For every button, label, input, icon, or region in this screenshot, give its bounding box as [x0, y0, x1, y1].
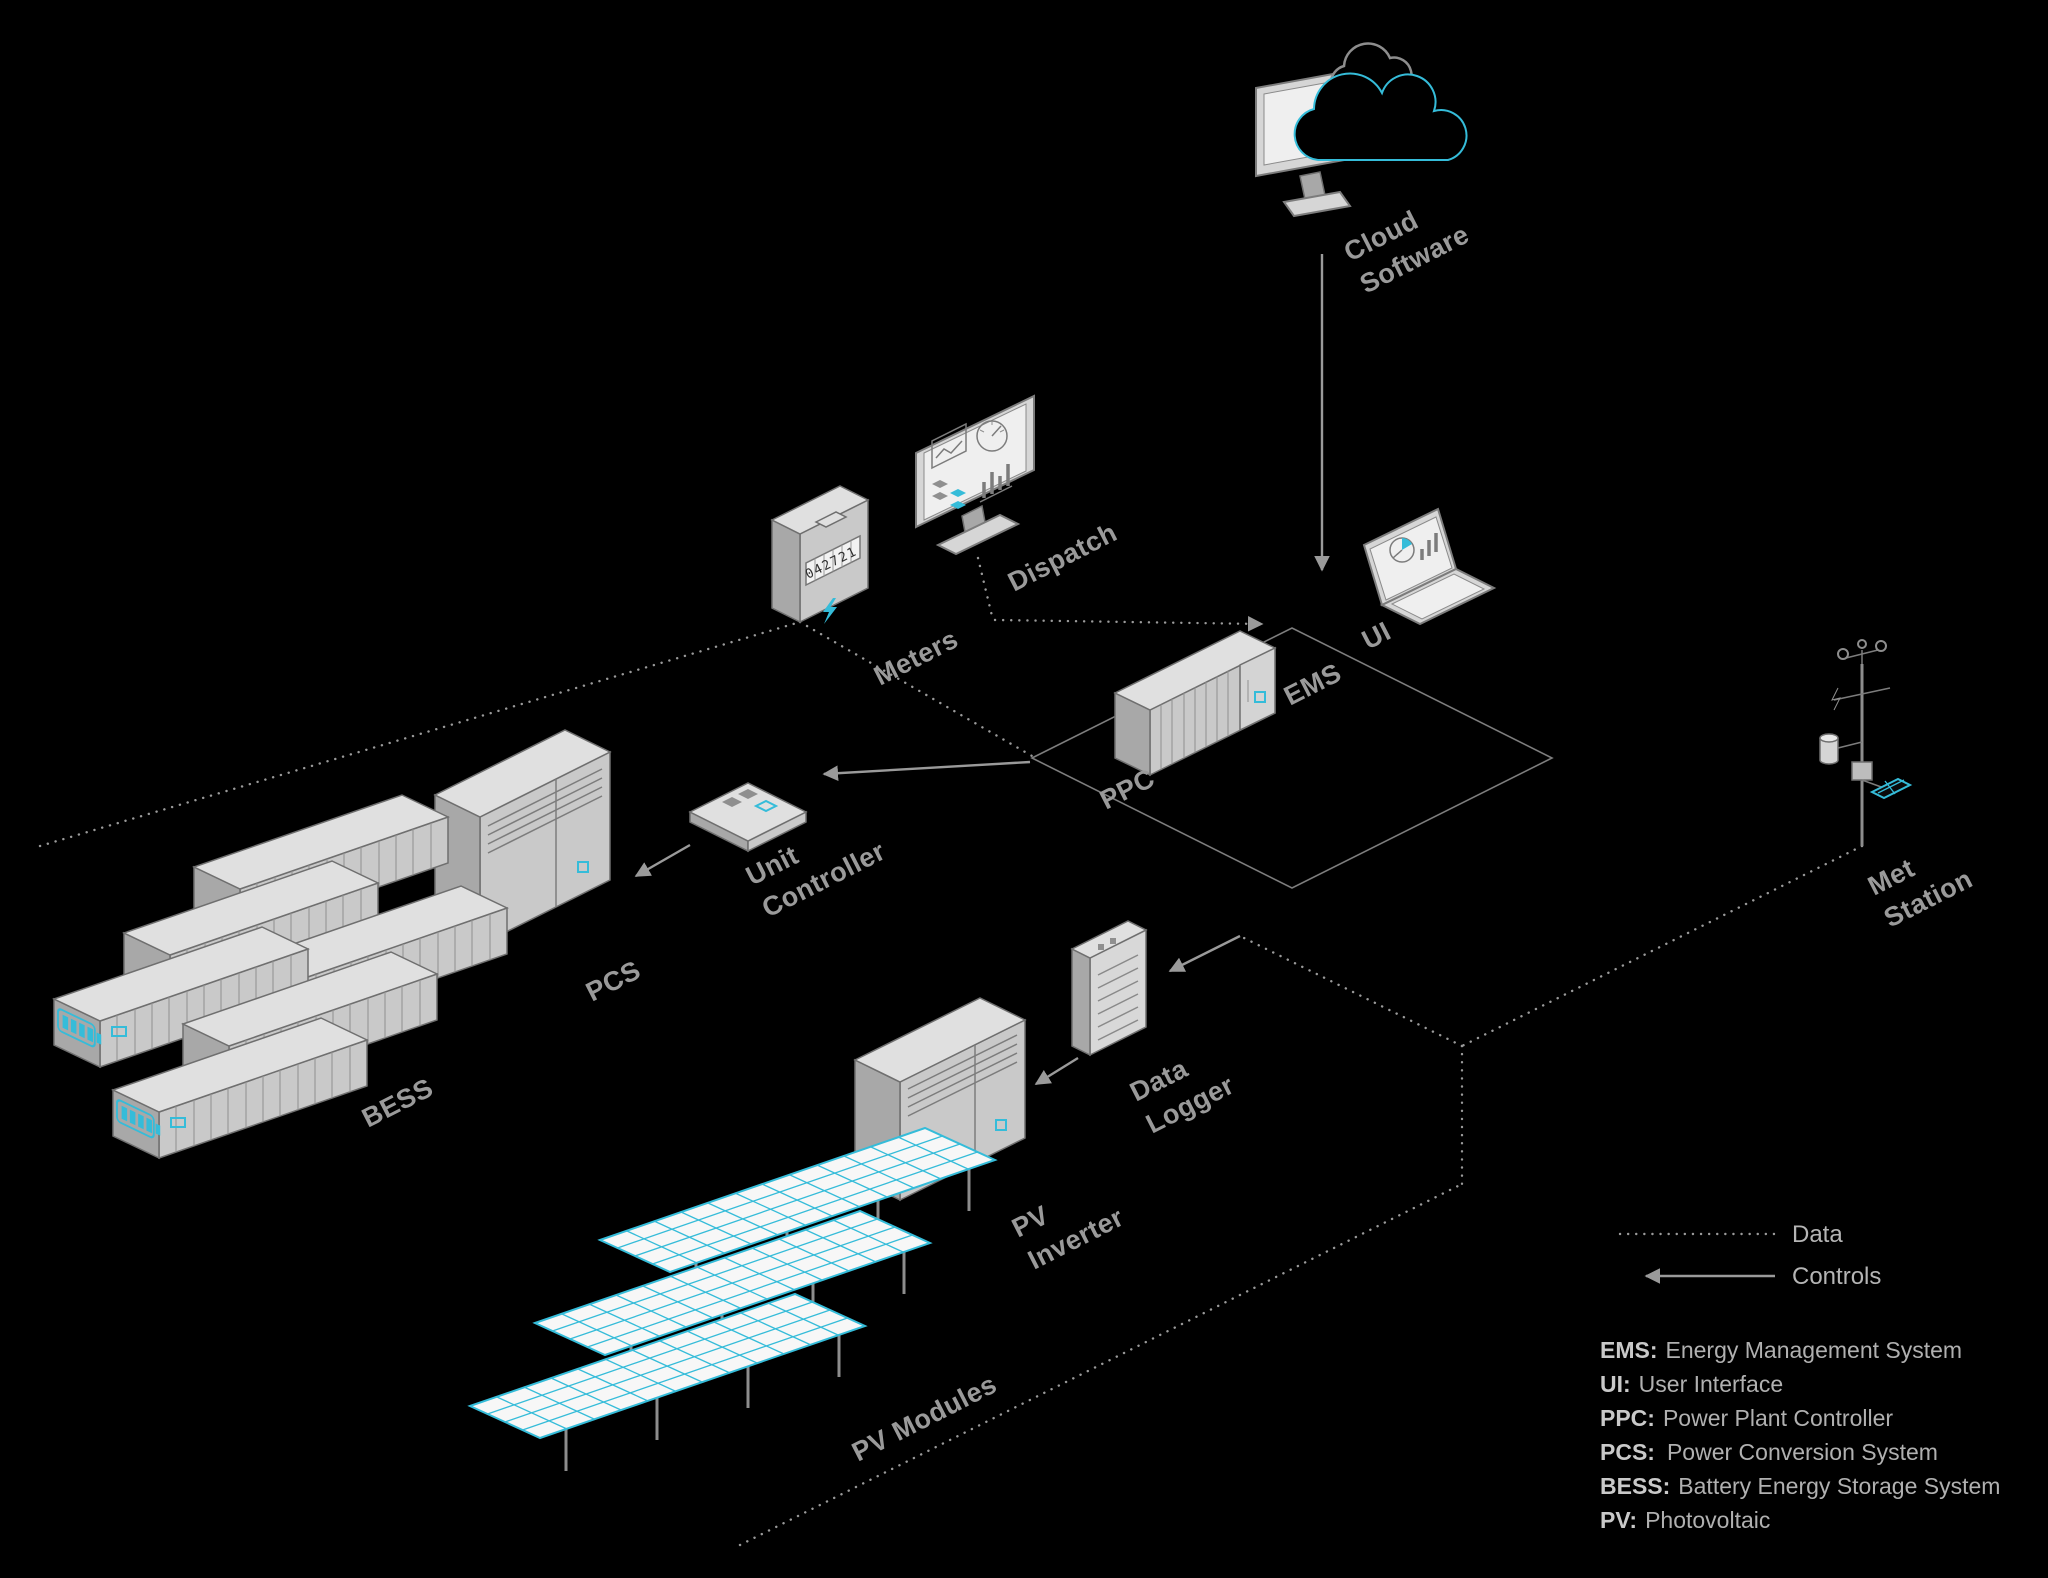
abbr-pcs: PCS:Power Conversion System	[1600, 1439, 1938, 1465]
uc-chip	[722, 797, 742, 807]
mini-gauge-needle	[991, 425, 1002, 437]
data-line-logger-feed	[1238, 934, 1464, 1048]
ems-accent-panel	[1254, 691, 1266, 703]
pcs-accent-panel	[577, 861, 589, 873]
met-panel-grid	[1884, 780, 1896, 795]
connector-monitor	[976, 556, 994, 618]
label-ui: UI	[1357, 616, 1396, 655]
label-dispatch: Dispatch	[1003, 517, 1122, 597]
abbr-ui: UI:User Interface	[1600, 1371, 1783, 1397]
anemometer-arm	[1845, 649, 1879, 659]
cloud-monitor-base	[1282, 190, 1352, 218]
laptop-keyboard-inner	[1390, 573, 1486, 620]
met-panel-grid	[1877, 779, 1905, 794]
logger-top	[1070, 920, 1148, 959]
gauge-tick	[999, 429, 1005, 433]
anemometer-cup	[1837, 648, 1849, 660]
pcs-vents	[487, 768, 603, 854]
data-line-bess-meters	[38, 620, 802, 848]
data-line-pv-modules	[738, 1182, 1464, 1547]
label-ppc: PPC	[1095, 763, 1159, 816]
mini-tile	[932, 492, 948, 500]
logger-led	[1098, 944, 1104, 950]
uc-top	[688, 782, 808, 842]
mini-tile	[932, 480, 948, 488]
pie-divider	[1392, 549, 1403, 559]
meter-top-box	[814, 511, 848, 528]
cloud-icon	[1293, 72, 1468, 161]
met-station	[1819, 639, 1913, 846]
mini-line-chart	[931, 422, 967, 470]
ems-corrugation	[1160, 671, 1229, 770]
label-ems: EMS	[1279, 657, 1346, 711]
monitor-screen	[923, 403, 1027, 521]
uc-accent-chip	[753, 799, 779, 813]
meter-top	[770, 485, 870, 535]
ems-container	[1113, 630, 1277, 777]
panel-bracket	[1861, 779, 1885, 789]
inverter-accent-panel	[995, 1119, 1007, 1131]
label-pv-modules: PV Modules	[847, 1369, 1001, 1467]
mini-bar-chart	[982, 464, 1010, 498]
mini-tile-accent	[950, 489, 966, 497]
ems-door	[1239, 646, 1276, 732]
data-logger-device	[1070, 920, 1148, 1057]
legend-data-label: Data	[1792, 1221, 1843, 1248]
data-line-met	[1460, 844, 1864, 1048]
control-arrow-to-data-logger	[1168, 934, 1241, 973]
control-arrow-logger-to-inverter	[1034, 1056, 1079, 1086]
abbr-ems: EMS:Energy Management System	[1600, 1337, 1962, 1363]
abbr-pv: PV:Photovoltaic	[1600, 1507, 1770, 1533]
gauge-tick	[979, 429, 985, 433]
cloud-software-node	[1255, 42, 1468, 218]
gauge-bracket	[1837, 741, 1863, 749]
inverter-vents	[907, 1034, 1018, 1117]
data-line-dispatch	[993, 615, 1264, 632]
meter-device: 042721	[770, 485, 870, 624]
met-crossarm	[1833, 687, 1891, 701]
uc-chip	[738, 789, 758, 799]
legend-controls-label: Controls	[1792, 1263, 1881, 1290]
mini-bars	[1420, 533, 1438, 560]
rain-gauge-top	[1819, 733, 1839, 743]
mini-pie-slice	[1402, 538, 1412, 550]
connection-lines	[38, 254, 1864, 1547]
meter-side	[771, 518, 801, 624]
mini-line-chart-trace	[935, 440, 963, 459]
anemometer-cup	[1857, 639, 1867, 649]
laptop-ui	[1362, 507, 1497, 626]
label-bess: BESS	[357, 1072, 438, 1133]
meter-digit-dividers	[814, 540, 852, 581]
ems-top	[1113, 630, 1277, 711]
control-arrow-ems-to-unit-controller	[822, 760, 1031, 781]
control-arrow-unit-controller-to-pcs	[634, 843, 691, 878]
label-pcs: PCS	[581, 955, 645, 1008]
legend: Data Controls	[1618, 1221, 1881, 1290]
pcs-top	[433, 729, 612, 818]
logger-terminal-rows	[1097, 954, 1139, 1041]
abbreviation-list: EMS:Energy Management System UI:User Int…	[1600, 1337, 2000, 1533]
anemometer-cup	[1875, 640, 1887, 652]
dispatch-monitor	[915, 394, 1035, 556]
lightning-icon	[823, 598, 837, 624]
monitor-base	[935, 513, 1021, 556]
ems-zone-boundary	[1030, 627, 1554, 889]
abbr-bess: BESS:Battery Energy Storage System	[1600, 1473, 2000, 1499]
mini-tile-accent	[950, 501, 966, 509]
abbr-ppc: PPC:Power Plant Controller	[1600, 1405, 1893, 1431]
mini-bar-baseline	[979, 485, 1013, 503]
met-logger-box	[1851, 761, 1873, 781]
met-antenna	[1831, 687, 1841, 711]
unit-controller-device	[688, 782, 808, 853]
label-meters: Meters	[869, 624, 963, 692]
rain-gauge	[1819, 738, 1839, 765]
bess-group	[53, 794, 508, 1159]
logger-led	[1110, 938, 1116, 944]
logger-side	[1071, 947, 1091, 1057]
inverter-top	[853, 997, 1027, 1083]
